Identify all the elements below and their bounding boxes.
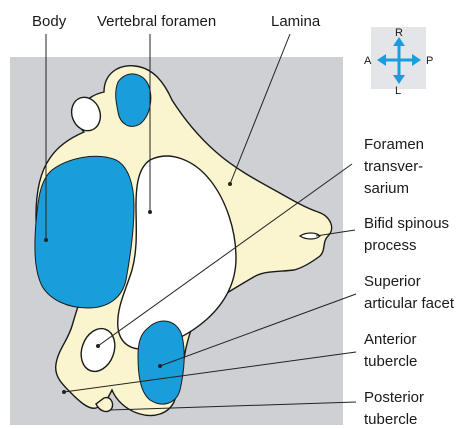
compass-label-bottom: L — [395, 85, 401, 97]
leader-dot-body — [44, 238, 48, 242]
leader-dot-lamina — [228, 182, 232, 186]
vertebral-body-shape — [35, 156, 134, 308]
upper-articular-facet-shape — [116, 74, 151, 126]
superior-articular-facet-shape — [138, 321, 184, 404]
leader-dot-superior-articular-facet — [158, 364, 162, 368]
label-foramen-transversarium-2: transver- — [364, 158, 423, 175]
label-superior-articular-facet-1: Superior — [364, 273, 421, 290]
orientation-compass: R L A P — [364, 27, 433, 97]
label-anterior-tubercle-2: tubercle — [364, 353, 417, 370]
leader-dot-anterior-tubercle — [62, 390, 66, 394]
label-superior-articular-facet-2: articular facet — [364, 295, 455, 312]
leader-dot-vertebral-foramen — [148, 210, 152, 214]
leader-dot-foramen-transversarium — [96, 344, 100, 348]
label-bifid-spinous-2: process — [364, 237, 417, 254]
compass-label-top: R — [395, 27, 403, 39]
label-posterior-tubercle-2: tubercle — [364, 411, 417, 428]
label-anterior-tubercle-1: Anterior — [364, 331, 417, 348]
label-bifid-spinous-1: Bifid spinous — [364, 215, 449, 232]
label-vertebral-foramen: Vertebral foramen — [97, 13, 216, 30]
compass-label-right: P — [426, 55, 433, 67]
label-posterior-tubercle-1: Posterior — [364, 389, 424, 406]
label-foramen-transversarium-3: sarium — [364, 180, 409, 197]
label-lamina: Lamina — [271, 13, 321, 30]
compass-label-left: A — [364, 55, 372, 67]
label-body: Body — [32, 13, 67, 30]
label-foramen-transversarium-1: Foramen — [364, 136, 424, 153]
